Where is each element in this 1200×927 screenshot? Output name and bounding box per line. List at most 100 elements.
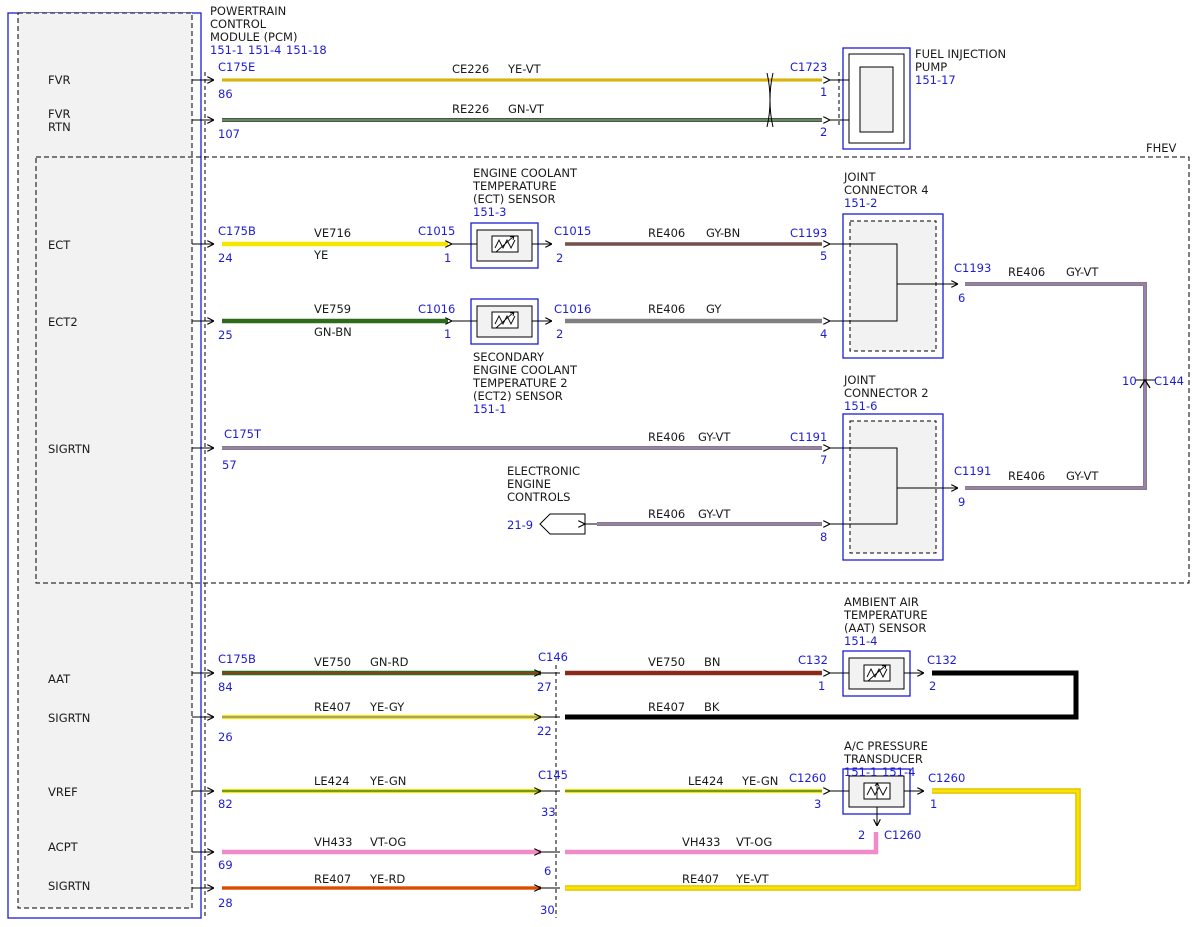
label-far-connector: C1260 — [789, 771, 826, 785]
label-circuit: RE406 — [648, 430, 685, 444]
eec-title-2: ENGINE — [507, 477, 551, 491]
label-far-connector: C132 — [798, 653, 828, 667]
label-circuit: RE407 — [682, 872, 719, 886]
pcm-title-3: MODULE (PCM) — [210, 30, 297, 44]
label-color: YE-GN — [741, 774, 778, 788]
label-far-connector: C1191 — [790, 430, 827, 444]
label-circuit: RE407 — [648, 700, 685, 714]
label-connector: C175T — [224, 427, 262, 441]
label-circuit: RE407 — [314, 872, 351, 886]
label-color: GY-VT — [698, 430, 731, 444]
eec-connector-icon — [539, 513, 586, 535]
pcm-pin-sigrtn-1: SIGRTN — [48, 442, 90, 456]
pcm-pin-fvr: FVR — [48, 73, 70, 87]
label-pin: 2 — [556, 251, 563, 265]
ect-sensor-outline — [470, 222, 539, 269]
aat-title-2: TEMPERATURE — [843, 608, 928, 622]
label-circuit: VH433 — [682, 835, 720, 849]
label-pin: 6 — [958, 291, 965, 305]
label-splice-pin: 10 — [1122, 374, 1137, 388]
label-pin: 2 — [929, 679, 936, 693]
label-color: GY-VT — [1066, 469, 1099, 483]
label-far-pin: 30 — [540, 903, 555, 917]
label-far-pin: 1 — [820, 85, 827, 99]
jc2-title-1: JOINT — [843, 373, 876, 387]
ect2-title-3: TEMPERATURE 2 — [472, 376, 568, 390]
pcm-title-2: CONTROL — [210, 17, 267, 31]
wire-vh433-2 — [565, 832, 879, 855]
label-far-pin: 2 — [820, 125, 827, 139]
label-color: GN-BN — [314, 325, 352, 339]
label-color: BN — [704, 655, 721, 669]
label-color: YE-RD — [369, 872, 405, 886]
label-far-connector: C1016 — [418, 302, 455, 316]
splice-c144-arrow — [1139, 378, 1151, 389]
label-connector: C1016 — [554, 302, 591, 316]
label-circuit: LE424 — [688, 774, 724, 788]
label-color: VT-OG — [370, 835, 406, 849]
label-connector: C1193 — [954, 261, 991, 275]
fuel-pump-outline — [842, 47, 911, 150]
ect2-title-2: ENGINE COOLANT — [473, 363, 578, 377]
label-color: GN-VT — [508, 102, 545, 116]
acpt-ref-1: 151-1 — [844, 765, 877, 779]
fuel-pump-ref: 151-17 — [915, 73, 956, 87]
label-connector: C175B — [218, 652, 256, 666]
label-far-pin: 3 — [814, 797, 821, 811]
ect2-title-1: SECONDARY — [473, 350, 545, 364]
aat-title-1: AMBIENT AIR — [844, 595, 919, 609]
label-pin: 82 — [218, 797, 233, 811]
label-far-pin: 6 — [544, 864, 551, 878]
label-circuit: RE406 — [648, 226, 685, 240]
pcm-ref-2: 151-4 — [248, 43, 281, 57]
ect-title-3: (ECT) SENSOR — [473, 192, 555, 206]
label-pin: 107 — [218, 127, 240, 141]
fuel-pump-title-2: PUMP — [915, 60, 947, 74]
pcm-pin-sigrtn-3: SIGRTN — [48, 879, 90, 893]
label-color: YE-VT — [507, 62, 542, 76]
inline-connector-arrows — [541, 673, 560, 888]
pcm-pin-fvr-rtn-1: FVR — [48, 107, 70, 121]
label-far-pin: 33 — [541, 805, 556, 819]
label-pin: 1 — [930, 797, 937, 811]
twisted-pair-marker — [766, 72, 774, 128]
label-far-pin: 1 — [444, 327, 451, 341]
label-pin: 86 — [218, 87, 233, 101]
aat-title-3: (AAT) SENSOR — [844, 621, 926, 635]
label-circuit: VH433 — [314, 835, 352, 849]
wire-re407-yevt-fill — [565, 789, 1080, 890]
label-connector: C132 — [927, 653, 957, 667]
pcm-pin-stubs — [192, 80, 214, 888]
acpt-title-1: A/C PRESSURE — [844, 739, 928, 753]
eec-ref: 21-9 — [507, 518, 533, 532]
label-color: BK — [704, 700, 720, 714]
label-connector: C175E — [218, 60, 255, 74]
ect2-title-4: (ECT2) SENSOR — [473, 389, 563, 403]
jc2-ref: 151-6 — [844, 399, 877, 413]
pcm-pin-fvr-rtn-2: RTN — [48, 120, 71, 134]
jc2-title-2: CONNECTOR 2 — [844, 386, 929, 400]
label-connector: C1015 — [554, 224, 591, 238]
pcm-body — [17, 12, 193, 909]
joint-connector-4-body — [849, 220, 937, 352]
acpt-title-2: TRANSDUCER — [843, 752, 923, 766]
label-pin: 57 — [222, 458, 237, 472]
joint-connector-2-body — [849, 420, 937, 554]
label-far-pin: 1 — [818, 679, 825, 693]
label-pin: 9 — [958, 495, 965, 509]
label-color: VT-OG — [736, 835, 772, 849]
ect2-ref: 151-1 — [473, 402, 506, 416]
label-connector: C1260 — [928, 771, 965, 785]
label-far-pin: 27 — [537, 680, 552, 694]
label-circuit: VE750 — [648, 655, 685, 669]
jc4-title-1: JOINT — [843, 170, 876, 184]
fuel-pump-title-1: FUEL INJECTION — [915, 47, 1006, 61]
ect-ref: 151-3 — [473, 205, 506, 219]
thermistor-symbol — [866, 664, 888, 682]
label-color: GN-RD — [370, 655, 409, 669]
pcm-pin-sigrtn-2: SIGRTN — [48, 711, 90, 725]
pcm-pin-vref: VREF — [48, 785, 78, 799]
label-color: GY-VT — [1066, 265, 1099, 279]
label-circuit: VE750 — [314, 655, 351, 669]
